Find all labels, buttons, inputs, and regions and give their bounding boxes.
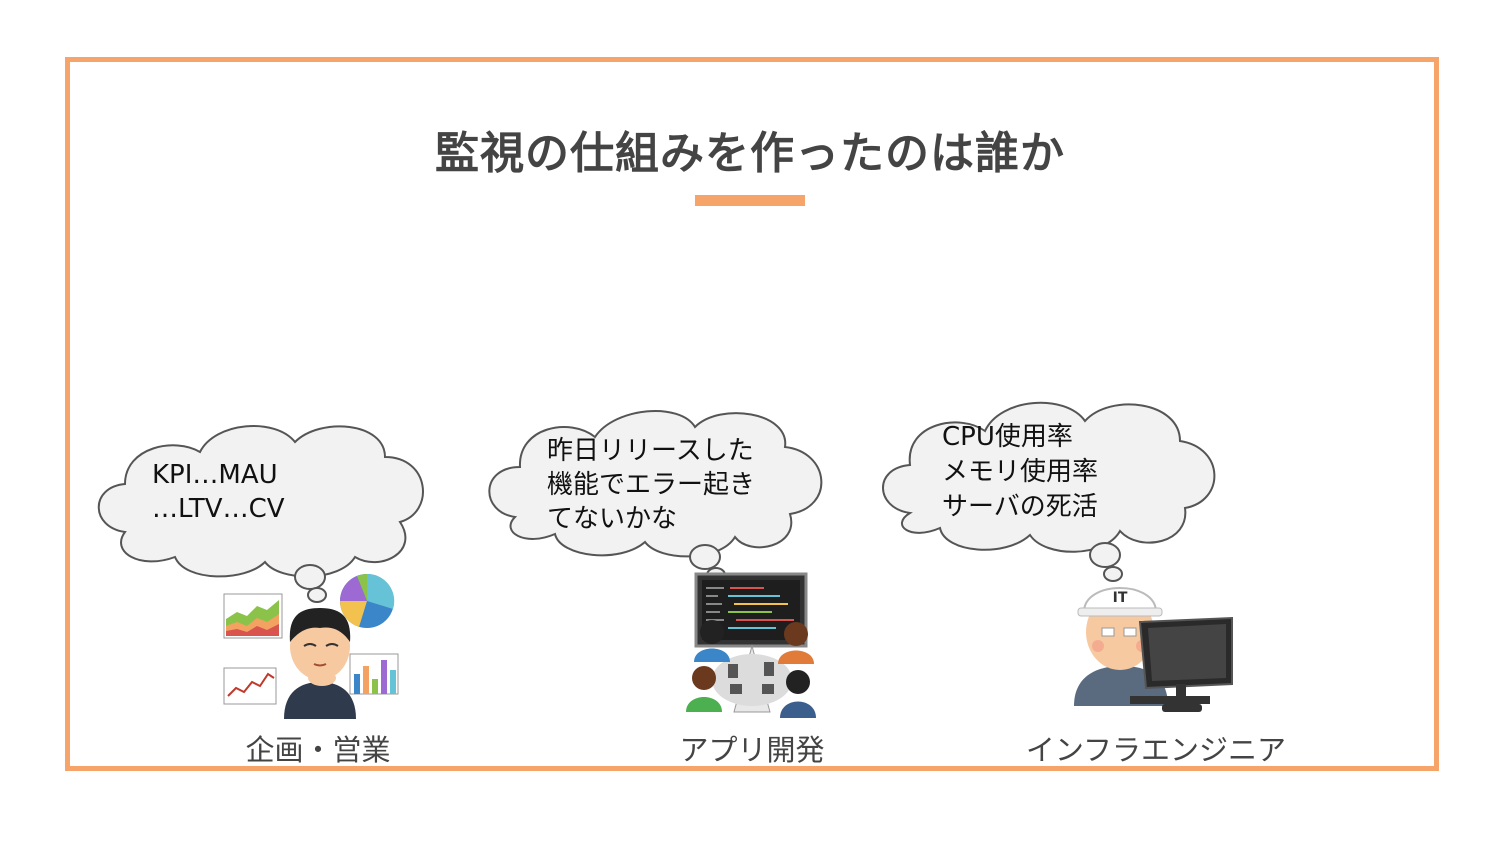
infra-engineer-at-monitor-icon: IT [1074, 587, 1233, 712]
thought-text-business: KPI…MAU …LTV…CV [152, 458, 285, 526]
persona-caption: アプリ開発 [679, 733, 825, 767]
thought-line: メモリ使用率 [942, 457, 1099, 487]
thought-text-developer: 昨日リリースした 機能でエラー起き てないかな [547, 434, 755, 536]
thought-cloud-business [97, 425, 424, 603]
slide-title: 監視の仕組みを作ったのは誰か [435, 128, 1065, 179]
svg-text:IT: IT [1113, 590, 1128, 606]
persona-caption: インフラエンジニア [1025, 733, 1287, 767]
thought-text-infra: CPU使用率 メモリ使用率 サーバの死活 [942, 420, 1098, 525]
thought-line: CPU使用率 [942, 422, 1073, 452]
slide-frame [65, 57, 1439, 771]
thought-line: 昨日リリースした [547, 436, 754, 466]
thought-line: …LTV…CV [152, 494, 285, 524]
thought-line: サーバの死活 [942, 492, 1098, 522]
developer-team-meeting-icon [686, 572, 816, 718]
thought-line: 機能でエラー起き [547, 470, 756, 500]
thought-line: KPI…MAU [152, 460, 278, 490]
thought-cloud-infra [882, 401, 1216, 582]
title-underline-accent [695, 195, 805, 206]
thought-cloud-developer [488, 410, 823, 583]
thought-line: てないかな [547, 504, 678, 534]
business-person-with-charts-icon [223, 574, 399, 719]
persona-caption: 企画・営業 [245, 733, 391, 767]
